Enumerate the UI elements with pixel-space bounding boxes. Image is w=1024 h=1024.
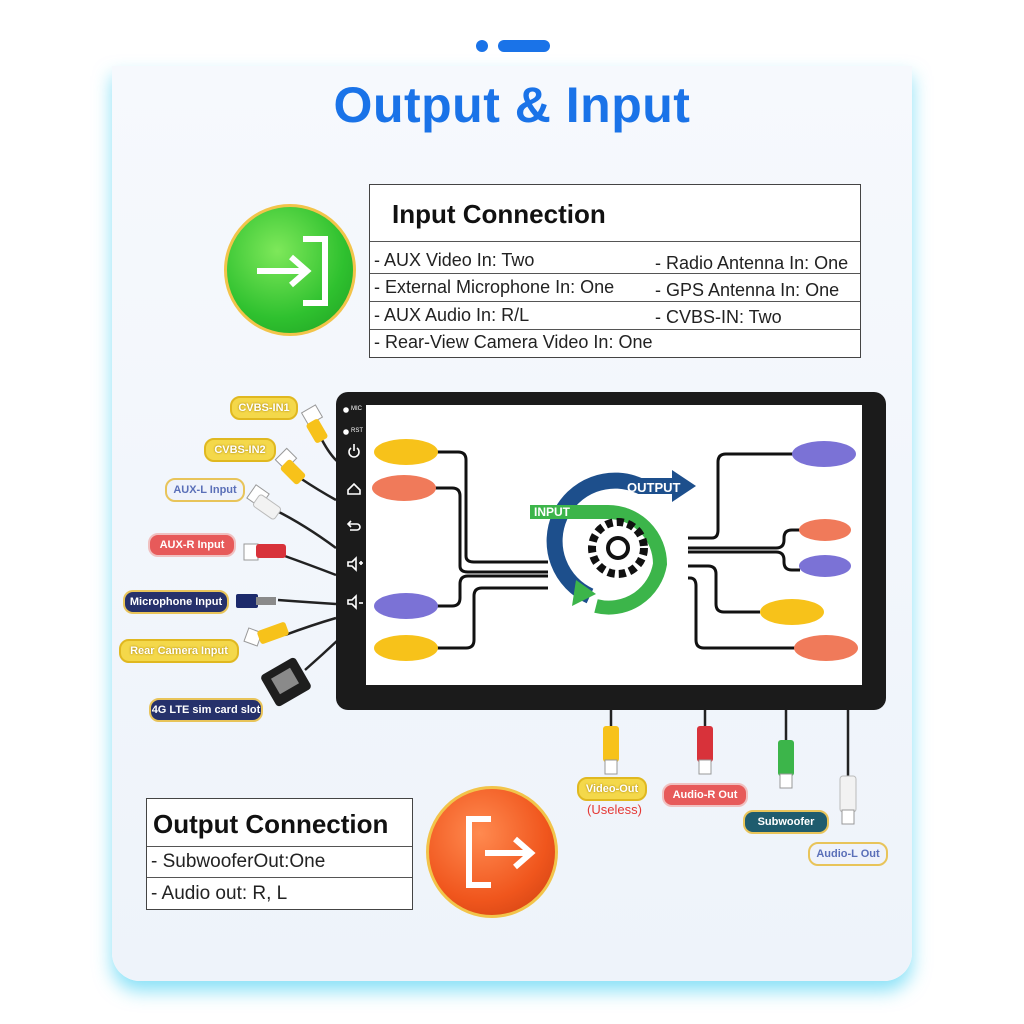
input-spec: - External Microphone In: One (374, 277, 615, 297)
input-spec: - AUX Video In: Two (374, 250, 535, 270)
label-video-out: Video-Out (577, 777, 647, 801)
input-spec: - GPS Antenna In: One (655, 280, 840, 300)
input-spec: - CVBS-IN: Two (655, 307, 782, 327)
side-label-mic: MIC (351, 406, 362, 412)
page-title: Output & Input (333, 77, 691, 133)
output-table-header: Output Connection (153, 809, 389, 839)
label-audio-r-out: Audio-R Out (662, 783, 748, 807)
table-divider (370, 273, 860, 274)
output-spec: - SubwooferOut:One (151, 851, 326, 872)
input-spec: - Radio Antenna In: One (655, 253, 849, 273)
input-spec: - AUX Audio In: R/L (374, 305, 530, 325)
input-connection-table: Input Connection - AUX Video In: Two - E… (369, 184, 861, 358)
label-rear-camera-input: Rear Camera Input (119, 639, 239, 663)
label-aux-r-input: AUX-R Input (148, 533, 236, 557)
page-dot-active (498, 40, 550, 52)
output-arrow-label: OUTPUT (627, 480, 681, 495)
output-connection-table: Output Connection - SubwooferOut:One - A… (146, 798, 413, 910)
input-icon (224, 204, 356, 336)
label-cvbs-in1: CVBS-IN1 (230, 396, 298, 420)
table-divider (370, 301, 860, 302)
table-divider (370, 241, 860, 242)
input-arrow-label: INPUT (534, 505, 570, 519)
input-spec: - Rear-View Camera Video In: One (374, 332, 653, 352)
video-out-note: (Useless) (587, 802, 642, 817)
label-cvbs-in2: CVBS-IN2 (204, 438, 276, 462)
table-divider (370, 329, 860, 330)
table-divider (147, 877, 412, 878)
label-audio-l-out: Audio-L Out (808, 842, 888, 866)
input-table-header: Input Connection (392, 199, 606, 229)
page-dot (476, 40, 488, 52)
output-spec: - Audio out: R, L (151, 883, 288, 904)
label-microphone-input: Microphone Input (123, 590, 229, 614)
output-icon (426, 786, 558, 918)
label-aux-l-input: AUX-L Input (165, 478, 245, 502)
table-divider (147, 846, 412, 847)
side-label-rst: RST (351, 428, 363, 434)
label-subwoofer: Subwoofer (743, 810, 829, 834)
label-4g-sim-slot: 4G LTE sim card slot (149, 698, 263, 722)
